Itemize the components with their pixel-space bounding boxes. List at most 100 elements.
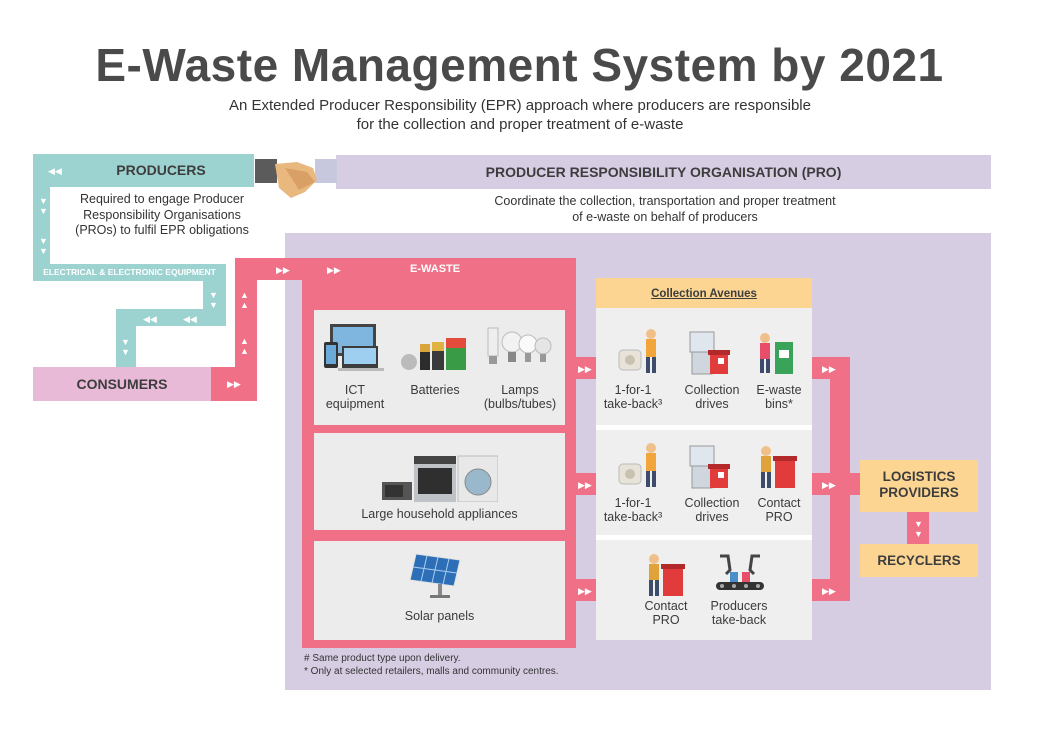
ict-label-line-1: ICT <box>344 383 366 397</box>
solar-label: Solar panels <box>404 609 475 623</box>
teal-arrow-left-icon-2: ◀◀ <box>183 314 197 324</box>
row2-avenue-2-line-1: Collection <box>684 496 740 510</box>
footnotes: # Same product type upon delivery. * Onl… <box>304 652 559 678</box>
collection-heading-label: Collection Avenues <box>651 288 757 300</box>
contact-pro-icon <box>757 444 799 495</box>
row1-avenue-3-line-2: bins* <box>765 397 793 411</box>
producers-desc-line-1: Required to engage Producer <box>79 192 244 206</box>
row2-avenue-2-label: Collection drives <box>676 496 748 524</box>
pink-arrow-right-icon-3: ▶▶ <box>327 265 341 275</box>
pink-connector-row-2 <box>576 473 596 495</box>
page-title: E-Waste Management System by 2021 <box>95 39 944 91</box>
pink-to-recyclers <box>907 512 929 544</box>
pink-out-vertical <box>830 357 850 601</box>
producers-description: Required to engage Producer Responsibili… <box>62 192 262 239</box>
contact-pro-icon-2 <box>645 552 687 603</box>
row2-avenue-1-line-2: take-back³ <box>603 510 663 524</box>
pink-arrow-right-icon-6: ▶▶ <box>578 586 592 596</box>
collection-drive-icon <box>688 330 734 381</box>
row1-avenue-2-line-2: drives <box>695 397 729 411</box>
producers-label: PRODUCERS <box>116 162 206 178</box>
pink-arrow-right-icon-5: ▶▶ <box>578 480 592 490</box>
collection-heading: Collection Avenues <box>596 278 812 308</box>
teal-arrow-left-icon-3: ◀◀ <box>143 314 157 324</box>
row2-avenue-1-label: 1-for-1 take-back³ <box>600 496 666 524</box>
teal-arrow-down-icon: ▼▼ <box>39 196 48 216</box>
teal-flow-middle-bar <box>116 309 226 326</box>
row3-avenue-2-label: Producers take-back <box>700 599 778 627</box>
row3-avenue-1-line-2: PRO <box>652 613 680 627</box>
pro-header: PRODUCER RESPONSIBILITY ORGANISATION (PR… <box>336 155 991 189</box>
row3-avenue-1-line-1: Contact <box>644 599 688 613</box>
producers-desc-line-2: Responsibility Organisations <box>83 207 241 222</box>
row1-avenue-3-label: E-waste bins* <box>748 383 810 411</box>
pink-arrow-up-icon: ▲▲ <box>240 290 249 310</box>
row1-avenue-3-line-1: E-waste <box>756 383 802 397</box>
subtitle: An Extended Producer Responsibility (EPR… <box>150 96 890 134</box>
row1-avenue-2-line-1: Collection <box>684 383 740 397</box>
row2-avenue-3-label: Contact PRO <box>748 496 810 524</box>
lamps-label-line-2: (bulbs/tubes) <box>483 397 557 411</box>
collection-drive-icon-2 <box>688 444 734 495</box>
pro-label: PRODUCER RESPONSIBILITY ORGANISATION (PR… <box>485 164 842 180</box>
solar-panel-icon <box>409 550 470 605</box>
row2-avenue-3-line-1: Contact <box>757 496 801 510</box>
handshake-icon <box>255 154 337 209</box>
pink-arrow-right-icon-9: ▶▶ <box>822 586 836 596</box>
ict-label-line-2: equipment <box>325 397 385 411</box>
pink-arrow-right-icon: ▶▶ <box>227 379 241 389</box>
appliances-icon <box>382 452 499 507</box>
producers-desc-line-3: (PROs) to fulfil EPR obligations <box>75 223 249 237</box>
ict-devices-icon <box>322 322 388 377</box>
pro-description: Coordinate the collection, transportatio… <box>460 193 870 225</box>
lamps-label-line-1: Lamps <box>501 383 539 397</box>
pink-arrow-right-icon-7: ▶▶ <box>822 364 836 374</box>
subtitle-line-1: An Extended Producer Responsibility (EPR… <box>229 97 811 114</box>
eee-label: ELECTRICAL & ELECTRONIC EQUIPMENT <box>43 267 216 277</box>
row1-avenue-1-line-2: take-back³ <box>603 397 663 411</box>
batteries-icon <box>400 334 468 377</box>
teal-flow-left-vertical <box>33 154 50 280</box>
robot-arm-icon <box>714 552 766 601</box>
pro-desc-line-2: of e-waste on behalf of producers <box>572 210 758 224</box>
footnote-1: # Same product type upon delivery. <box>304 653 461 664</box>
consumers-box: CONSUMERS <box>33 367 211 401</box>
lamps-icon <box>484 326 554 375</box>
teal-arrow-down-icon-4: ▼▼ <box>121 337 130 357</box>
teal-arrow-down-icon-2: ▼▼ <box>39 236 48 256</box>
ewaste-label: E-WASTE <box>410 263 461 275</box>
pink-arrow-right-icon-8: ▶▶ <box>822 480 836 490</box>
large-appliances-label: Large household appliances <box>361 507 518 521</box>
row3-avenue-2-line-2: take-back <box>711 613 767 627</box>
pink-flow-up <box>235 258 257 401</box>
teal-arrow-down-icon-3: ▼▼ <box>209 290 218 310</box>
worker-takeback-icon-2 <box>617 442 663 495</box>
ewaste-bin-icon <box>757 330 797 381</box>
worker-takeback-icon <box>617 328 663 381</box>
recyclers-label: RECYCLERS <box>877 553 961 568</box>
logistics-providers-box: LOGISTICS PROVIDERS <box>860 460 978 512</box>
teal-arrow-left-icon: ◀◀ <box>48 166 62 176</box>
logistics-line-1: LOGISTICS <box>882 469 956 484</box>
pro-desc-line-1: Coordinate the collection, transportatio… <box>494 194 836 208</box>
pink-arrow-up-icon-2: ▲▲ <box>240 336 249 356</box>
collection-separator-1 <box>596 425 812 430</box>
logistics-line-2: PROVIDERS <box>879 485 959 500</box>
teal-flow-eee-bar <box>33 264 226 281</box>
producers-box: PRODUCERS <box>68 154 254 187</box>
row3-avenue-1-label: Contact PRO <box>630 599 702 627</box>
pink-arrow-down-icon: ▼▼ <box>914 519 923 539</box>
footnote-2: * Only at selected retailers, malls and … <box>304 666 559 677</box>
recyclers-box: RECYCLERS <box>860 544 978 577</box>
row1-avenue-2-label: Collection drives <box>676 383 748 411</box>
teal-flow-to-consumers <box>116 309 136 367</box>
row1-avenue-1-label: 1-for-1 take-back³ <box>600 383 666 411</box>
subtitle-line-2: for the collection and proper treatment … <box>356 116 684 133</box>
pink-arrow-right-icon-2: ▶▶ <box>276 265 290 275</box>
consumers-label: CONSUMERS <box>76 376 168 392</box>
row2-avenue-2-line-2: drives <box>695 510 729 524</box>
pink-arrow-right-icon-4: ▶▶ <box>578 364 592 374</box>
row2-avenue-3-line-2: PRO <box>765 510 793 524</box>
ict-label: ICT equipment <box>320 383 390 411</box>
batteries-label: Batteries <box>410 383 460 397</box>
